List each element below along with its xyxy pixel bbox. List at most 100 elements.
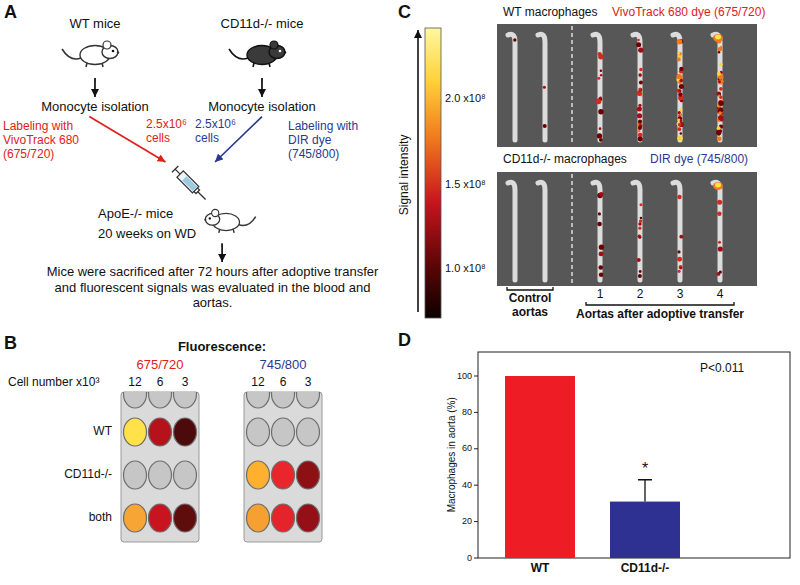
signal-spot: [639, 81, 643, 85]
image-title: WT macrophages: [503, 6, 597, 20]
column-label-box: 3: [182, 376, 189, 390]
syringe-fluid: [182, 176, 197, 191]
tick-label-box: 100: [457, 371, 472, 381]
signal-spot: [638, 227, 641, 230]
error-bar: [638, 480, 652, 502]
signal-spot: [639, 88, 642, 91]
plate-well: [174, 418, 197, 446]
plate-well: [272, 461, 295, 489]
cell-count-box: 2.5x10⁶ cells: [195, 118, 243, 146]
node-text: Mice were sacrificed after 72 hours afte…: [43, 264, 382, 311]
channel-label-box: 745/800: [260, 358, 307, 373]
aorta-strip: [633, 182, 640, 280]
column-label-box: 3: [305, 376, 312, 390]
signal-spot: [543, 86, 546, 89]
image-panel: [497, 24, 757, 147]
cell-count-box: 2.5x10⁶ cells: [146, 118, 194, 146]
axis-tick: [474, 412, 478, 413]
plot-frame: [478, 352, 790, 558]
plate-well: [149, 504, 172, 532]
bracket: [507, 287, 553, 290]
mouse-tail: [239, 217, 256, 226]
plate-well: [174, 461, 197, 489]
signal-spot: [719, 87, 723, 91]
signal-spot: [719, 130, 722, 133]
signal-spot: [637, 113, 642, 118]
syringe-plunger-needle: [172, 166, 209, 203]
tick-label-box: 40: [462, 480, 472, 490]
category-label: WT: [531, 562, 550, 576]
column-label: 3: [182, 376, 189, 390]
row-label: CD11d-/-: [64, 468, 112, 482]
plate-well: [297, 418, 320, 446]
aorta-strip: [713, 182, 720, 280]
plate-well: [174, 392, 197, 408]
cell-count: 2.5x10⁶ cells: [146, 118, 194, 146]
signal-spot: [638, 73, 642, 77]
tick-label-box: 20: [462, 516, 472, 526]
mouse-tail: [229, 49, 248, 59]
plate-well: [149, 461, 172, 489]
plate-well: [272, 392, 295, 408]
well-group: [124, 392, 197, 532]
signal-spot: [599, 252, 604, 257]
mouse-eye: [279, 50, 282, 53]
signal-spot: [636, 42, 641, 47]
plate-well: [247, 504, 270, 532]
signal-spot: [638, 137, 643, 142]
axis-label: Cell number x10³: [8, 376, 99, 390]
section-heading: Fluorescence:: [178, 340, 266, 355]
column-label: 3: [305, 376, 312, 390]
mouse-nose: [117, 51, 119, 53]
signal-spot: [717, 126, 721, 130]
signal-spot: [680, 108, 683, 111]
channel-label: 675/720: [137, 358, 184, 373]
aorta-strip: [593, 34, 600, 140]
signal-spot: [597, 77, 600, 80]
plate-well: [297, 392, 320, 408]
signal-spot: [718, 80, 721, 83]
panel-letter: D: [398, 330, 411, 351]
dye-label: DIR dye (745/800): [650, 153, 748, 167]
signal-spot: [637, 130, 640, 133]
bar-cd11d: [610, 502, 680, 558]
group-label-box: Control aortas: [500, 292, 560, 320]
signal-spot: [638, 88, 642, 92]
signal-spot: [597, 193, 602, 198]
signal-spot: [677, 127, 681, 131]
node-text: CD11d-/- mice: [210, 16, 314, 32]
signal-spot: [598, 54, 603, 59]
plate-well: [272, 504, 295, 532]
column-label: 12: [251, 376, 264, 390]
well-plate: [244, 392, 322, 542]
outcome-note: Mice were sacrificed after 72 hours afte…: [40, 262, 385, 313]
signal-spot: [677, 195, 681, 199]
mouse-tail: [62, 49, 81, 59]
axis-tick: [474, 558, 478, 559]
signal-spot: [677, 250, 680, 253]
syringe-barrel: [177, 171, 199, 193]
signal-spot: [639, 270, 642, 273]
column-label: 6: [280, 376, 287, 390]
signal-spot: [543, 124, 547, 128]
plate-well: [174, 504, 197, 532]
dye-label: Labeling with VivoTrack 680 (675/720): [3, 120, 83, 161]
plate-well: [124, 461, 147, 489]
mouse-nose: [204, 219, 206, 221]
aorta-strip: [538, 34, 545, 140]
column-label-box: 12: [128, 376, 141, 390]
signal-spot: [638, 47, 643, 52]
tick-label-box: 0: [467, 553, 472, 563]
tick-label: 60: [462, 443, 472, 453]
signal-spot: [679, 265, 683, 269]
scale-title-box: Signal intensity: [398, 135, 412, 216]
signal-spot: [678, 123, 682, 127]
signal-spot: [679, 75, 683, 79]
sample-number-box: 4: [717, 288, 724, 302]
plate-well: [149, 392, 172, 408]
signal-spot: [598, 265, 603, 270]
sample-number: 2: [637, 288, 644, 302]
signal-spot: [720, 63, 723, 66]
sample-number-box: 3: [677, 288, 684, 302]
